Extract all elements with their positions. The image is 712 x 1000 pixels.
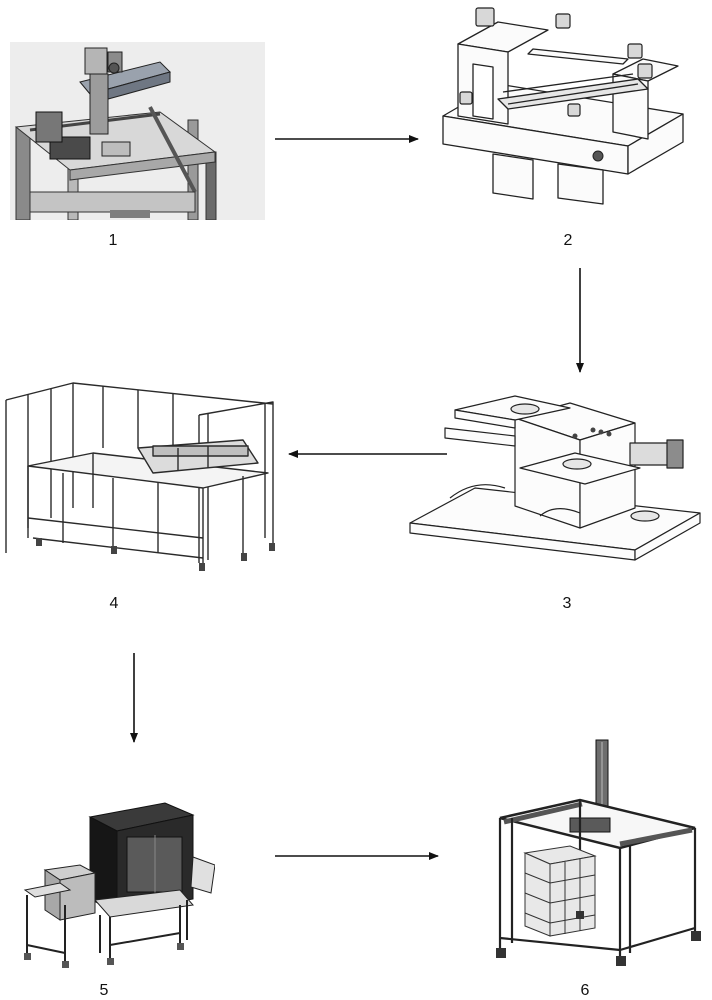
step-3-label: 3 [562,595,572,612]
step-1-machine-image [10,42,265,220]
step-2-fixture-image [438,4,688,214]
step-2-label: 2 [563,232,573,249]
step-5-label: 5 [99,982,109,999]
step-1-label: 1 [108,232,118,249]
step-3-assembly-image [405,388,703,568]
step-6-gantry-image [470,738,710,970]
step-5-cabinet-image [15,795,215,970]
step-4-label: 4 [109,595,119,612]
step-6-label: 6 [580,982,590,999]
step-4-frame-image [3,378,283,576]
